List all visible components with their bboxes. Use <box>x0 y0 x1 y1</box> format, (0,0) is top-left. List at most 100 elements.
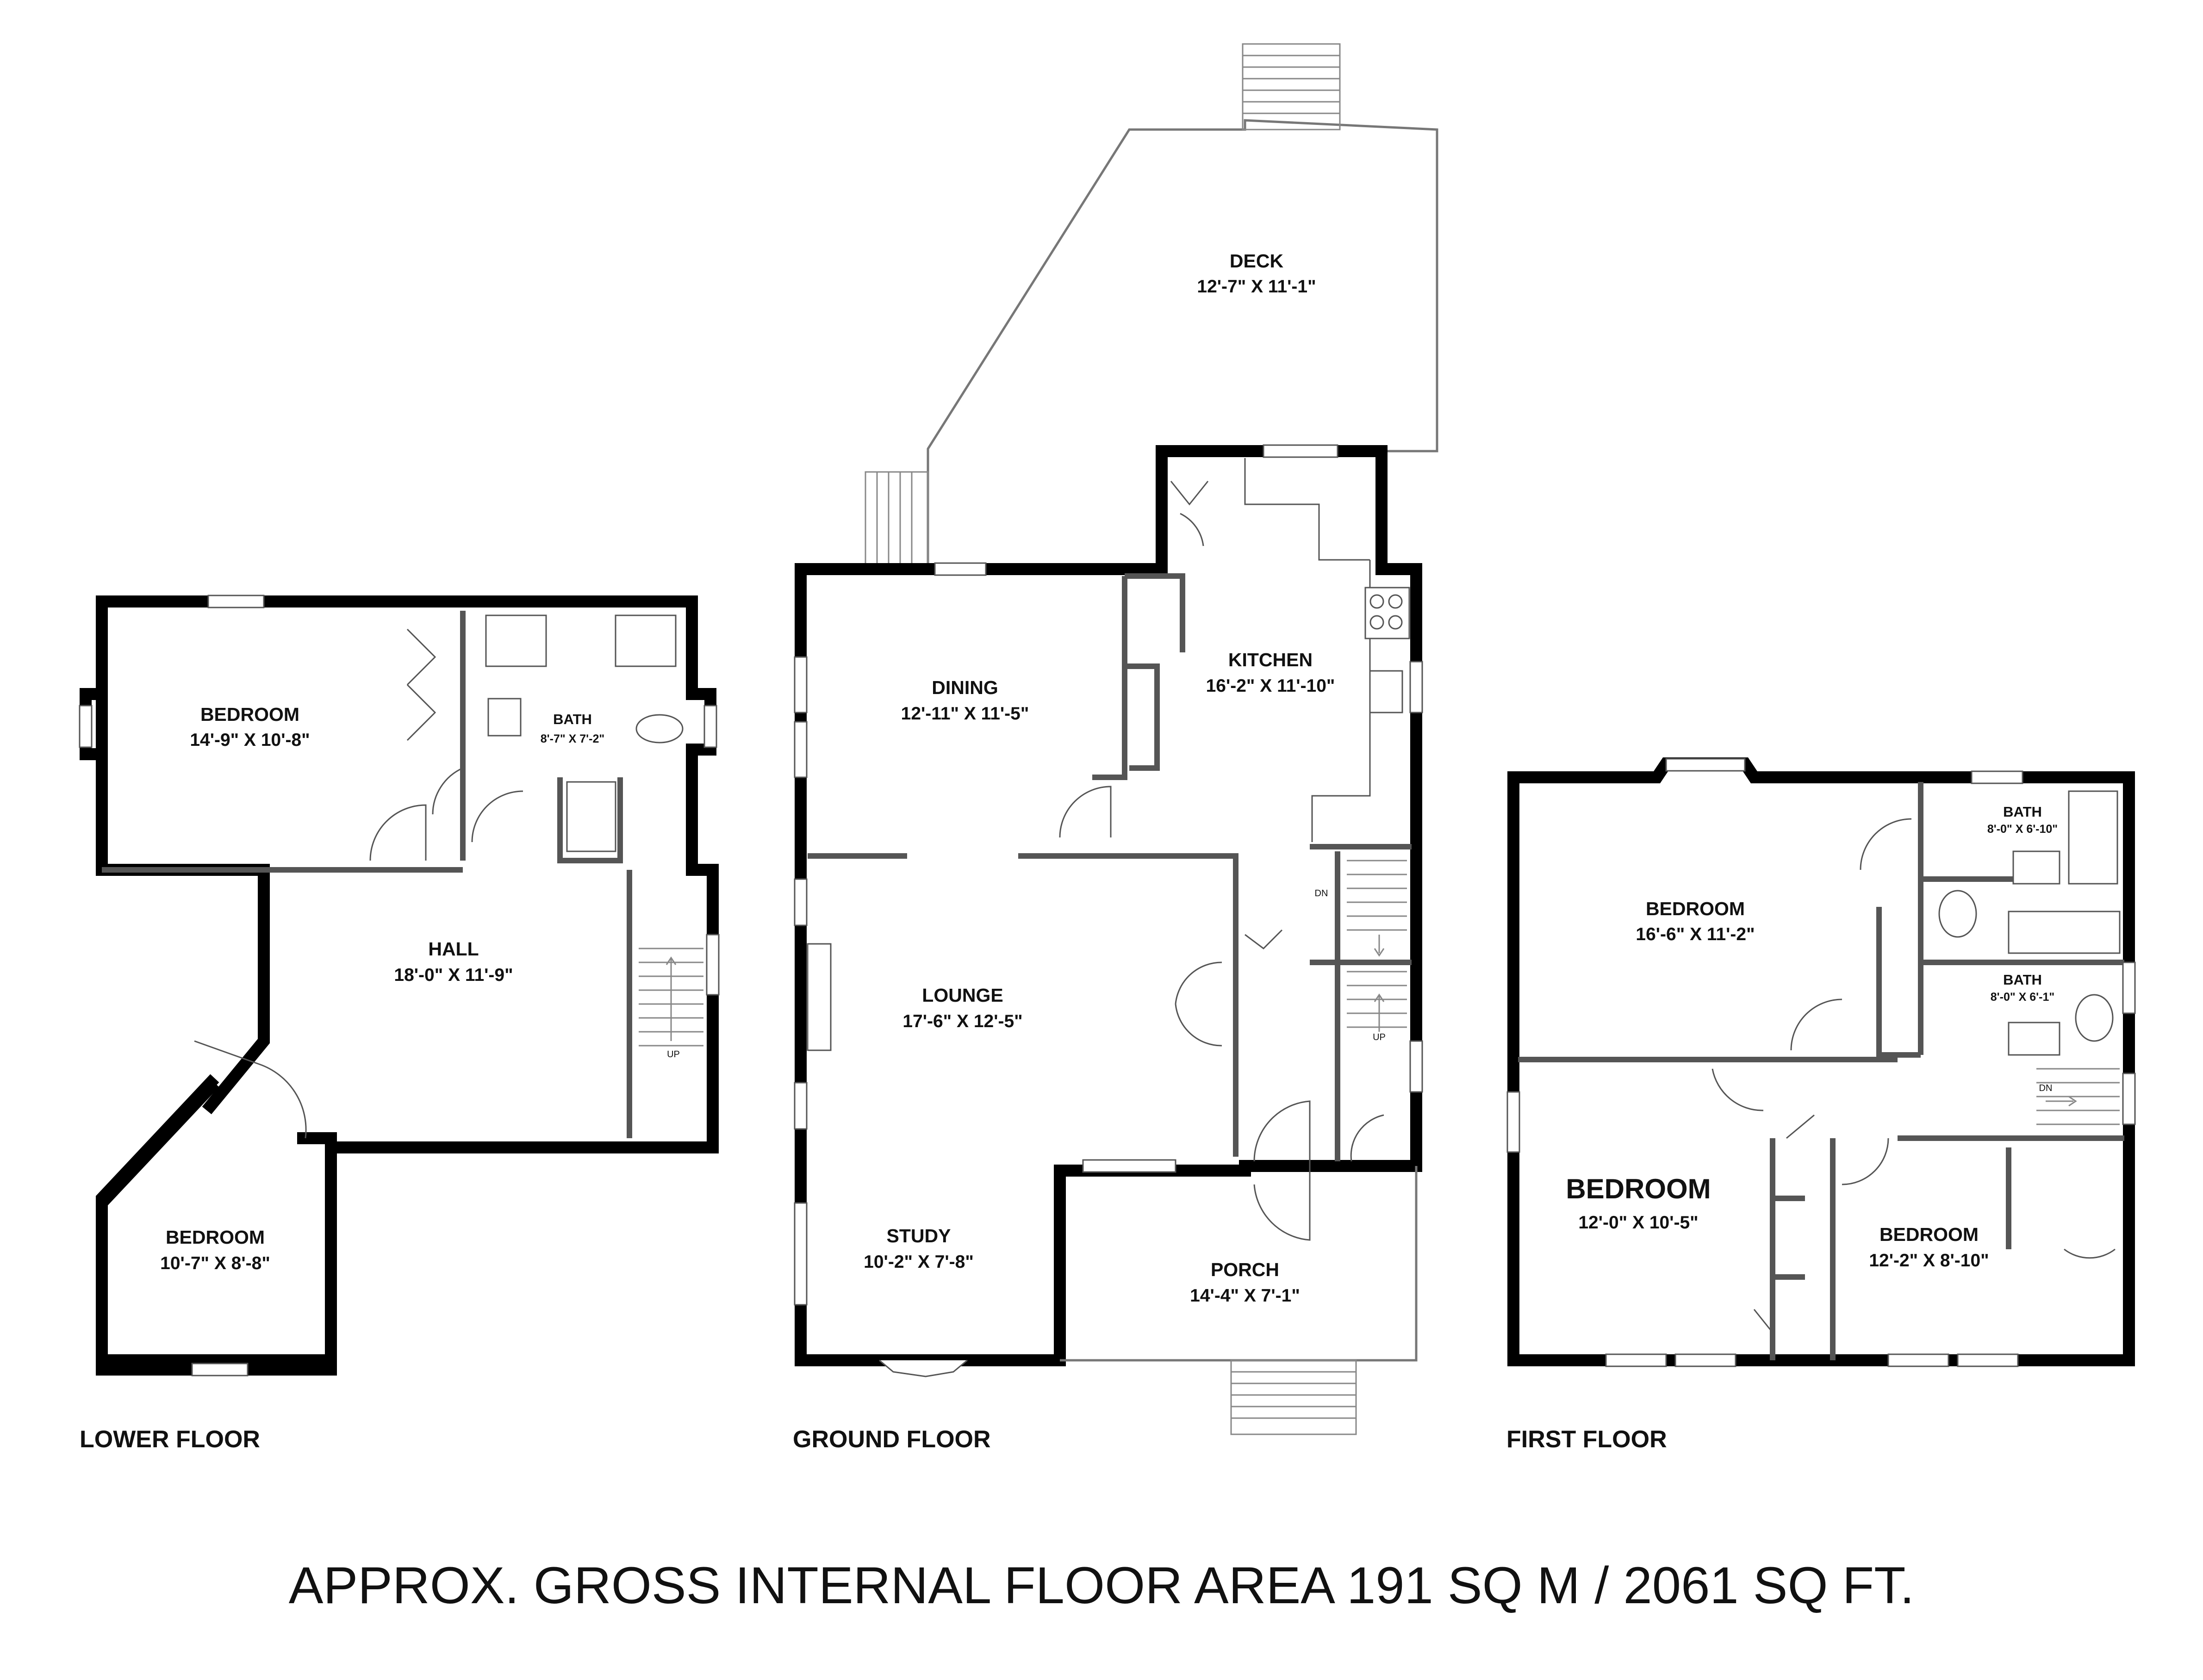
lower-floor-label: LOWER FLOOR <box>80 1426 260 1453</box>
porch-steps <box>1230 1359 1357 1435</box>
lower-door <box>369 804 427 861</box>
first-floor-plan <box>1506 757 2136 1367</box>
ground-stair-up-label: UP <box>1373 1032 1386 1042</box>
first-bedroom-3-name: BEDROOM <box>1879 1224 1979 1245</box>
lower-door <box>471 790 523 843</box>
study-name: STUDY <box>887 1225 951 1246</box>
lower-shower <box>566 781 616 852</box>
first-door <box>2064 1248 2116 1259</box>
ground-kitchen-wall <box>1092 573 1185 780</box>
ground-door <box>1059 786 1112 838</box>
first-bedroom-1-name: BEDROOM <box>1646 898 1745 919</box>
lower-door <box>432 767 463 815</box>
ground-window <box>1409 661 1423 713</box>
ground-floor-plan <box>794 43 1438 1435</box>
ground-interior-wall <box>808 853 1238 1157</box>
ground-window <box>794 878 808 926</box>
first-bath-2-dims: 8'-0" X 6'-1" <box>1991 991 2054 1004</box>
lower-closet-door <box>406 628 436 741</box>
ground-entry-door <box>1253 1100 1311 1241</box>
dining-dims: 12'-11" X 11'-5" <box>901 704 1029 724</box>
first-window <box>1887 1353 1949 1367</box>
lower-hall-dims: 18'-0" X 11'-9" <box>394 965 513 985</box>
lower-floor-plan <box>79 595 720 1376</box>
first-window <box>2122 1072 2136 1125</box>
kitchen-sink <box>1369 670 1403 713</box>
lower-bedroom-1-name: BEDROOM <box>200 704 299 725</box>
first-stair-down-label: DN <box>2039 1083 2053 1093</box>
ground-window <box>1409 1040 1423 1093</box>
ground-window <box>1263 444 1338 458</box>
study-dims: 10'-2" X 7'-8" <box>864 1252 974 1272</box>
first-door <box>1860 818 1912 870</box>
lower-bath-name: BATH <box>553 711 592 727</box>
kitchen-name: KITCHEN <box>1228 649 1313 670</box>
ground-stair-down-label: DN <box>1315 888 1328 899</box>
first-window <box>1665 758 1746 772</box>
first-bedroom-1-dims: 16'-6" X 11'-2" <box>1636 924 1755 944</box>
ground-door <box>1245 929 1283 949</box>
ground-pantry-wall <box>1125 663 1160 771</box>
ground-window <box>934 562 987 576</box>
first-stairs <box>2036 1068 2120 1125</box>
first-bath-1-name: BATH <box>2003 804 2042 820</box>
first-closet-wall <box>1770 1138 1805 1360</box>
lower-window <box>706 934 720 996</box>
first-bath-2-name: BATH <box>2003 972 2042 988</box>
first-window <box>1957 1353 2019 1367</box>
lower-bedroom-1-dims: 14'-9" X 10'-8" <box>190 730 310 750</box>
first-door <box>1790 998 1842 1051</box>
ground-floor-label: GROUND FLOOR <box>793 1426 991 1453</box>
ground-door <box>1350 1114 1384 1162</box>
porch-dims: 14'-4" X 7'-1" <box>1190 1286 1300 1306</box>
first-window <box>1605 1353 1667 1367</box>
ground-double-door <box>1175 961 1222 1047</box>
kitchen-dims: 16'-2" X 11'-10" <box>1206 676 1335 696</box>
first-sink <box>2012 850 2060 885</box>
lower-bedroom-2-dims: 10'-7" X 8'-8" <box>160 1253 270 1273</box>
lower-window <box>207 595 265 608</box>
deck-name: DECK <box>1230 250 1284 272</box>
first-door <box>1842 1138 1889 1185</box>
first-window <box>1971 770 2023 784</box>
first-bath-wall <box>1918 782 2124 1055</box>
first-bedroom-wall <box>1830 1135 2124 1360</box>
first-toilet <box>1938 890 1977 938</box>
lower-vanity <box>615 614 677 667</box>
lower-window <box>703 705 717 748</box>
first-bedroom-2-dims: 12'-0" X 10'-5" <box>1578 1213 1698 1233</box>
lower-shower-wall <box>557 777 623 863</box>
lower-window <box>191 1363 249 1376</box>
first-bathtub <box>2008 911 2121 954</box>
ground-window <box>1082 1159 1176 1173</box>
first-window <box>2122 961 2136 1014</box>
lower-bath-dims: 8'-7" X 7'-2" <box>541 732 604 745</box>
ground-kitchen-counter <box>1244 458 1370 561</box>
lower-bedroom-2-name: BEDROOM <box>166 1227 265 1248</box>
lower-bedroom-2-wall <box>96 1079 337 1376</box>
first-bedroom-3-dims: 12'-2" X 8'-10" <box>1869 1251 1989 1271</box>
ground-kitchen-counter <box>1311 560 1371 842</box>
first-closet-wall <box>1876 907 1921 1058</box>
ground-north-wall <box>795 545 1168 575</box>
study-bay-window <box>879 1359 968 1377</box>
lower-vanity <box>485 614 547 667</box>
porch-name: PORCH <box>1211 1259 1279 1280</box>
first-floor-label: FIRST FLOOR <box>1506 1426 1667 1453</box>
first-window <box>1674 1353 1736 1367</box>
lounge-fireplace <box>807 943 832 1051</box>
ground-window <box>794 721 808 778</box>
ground-door <box>1170 481 1209 546</box>
first-door <box>1711 1068 1764 1111</box>
kitchen-stove <box>1364 587 1410 639</box>
first-sink <box>2008 1022 2060 1056</box>
porch-outline <box>1060 1166 1418 1362</box>
first-bathtub <box>2068 790 2118 885</box>
dining-name: DINING <box>932 677 998 698</box>
lower-window <box>79 705 93 748</box>
ground-window <box>794 1202 808 1306</box>
lounge-dims: 17'-6" X 12'-5" <box>902 1011 1022 1031</box>
deck-steps <box>865 43 1341 570</box>
lower-floor-outer-wall-upper <box>96 595 719 1153</box>
